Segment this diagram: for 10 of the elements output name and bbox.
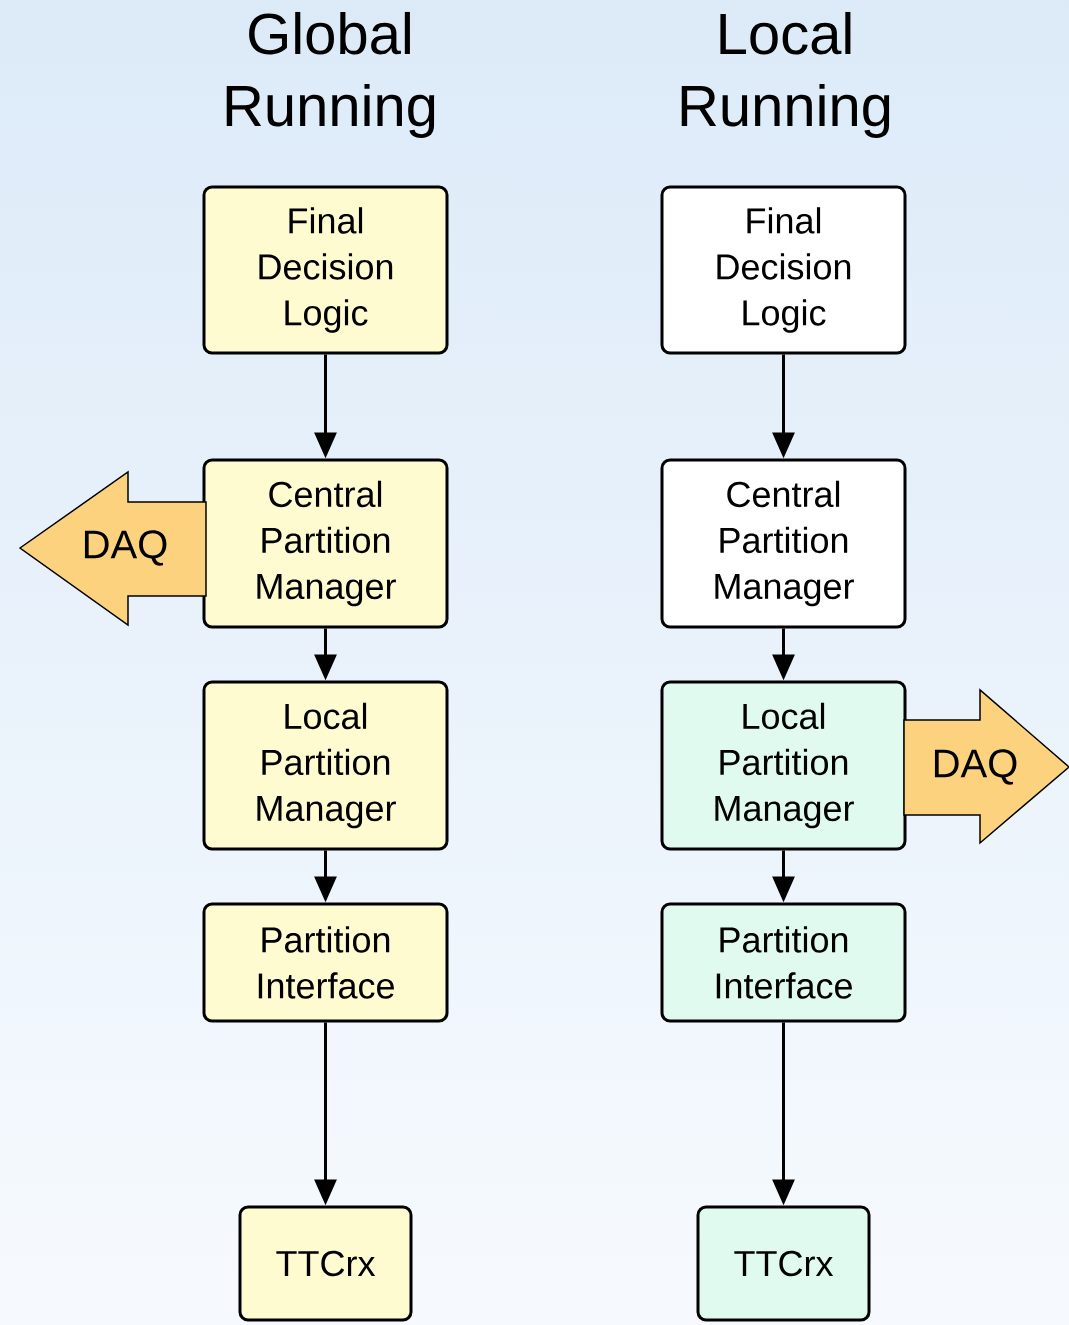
process-box: Central Partition Manager	[660, 458, 907, 629]
process-box: TTCrx	[696, 1205, 871, 1322]
process-box: Local Partition Manager	[202, 680, 449, 851]
process-box: Central Partition Manager	[202, 458, 449, 629]
process-box: Final Decision Logic	[202, 185, 449, 355]
process-box: TTCrx	[238, 1205, 413, 1322]
process-box: Partition Interface	[660, 902, 907, 1023]
process-box: Partition Interface	[202, 902, 449, 1023]
process-box: Local Partition Manager	[660, 680, 907, 851]
process-box: Final Decision Logic	[660, 185, 907, 355]
